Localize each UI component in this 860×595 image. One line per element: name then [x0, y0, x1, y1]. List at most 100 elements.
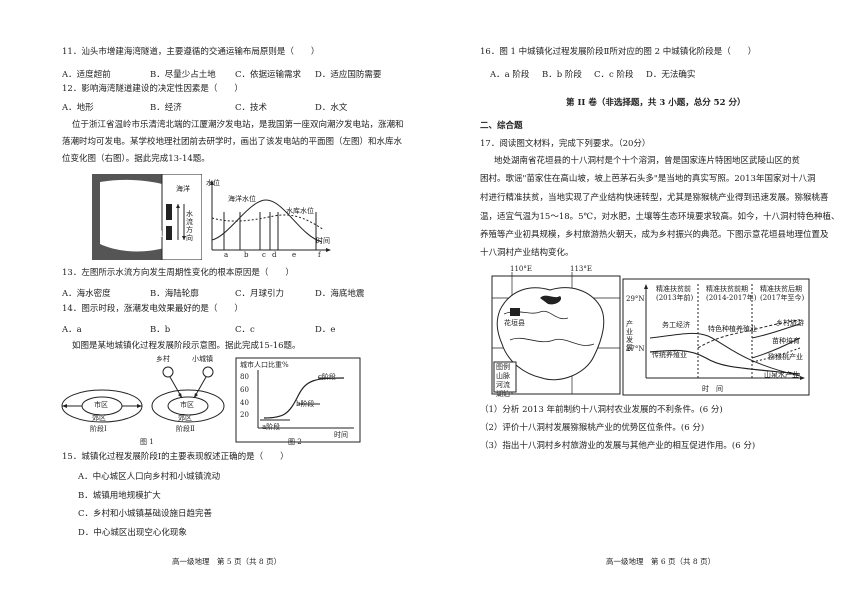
passage1-line3: 位变化图（右图）。据此完成13-14题。 [62, 154, 210, 164]
q14-option-d[interactable]: D．e [315, 325, 336, 335]
passage1-line2: 落潮时均可发电。某学校地理社团前去研学时，画出了该发电站的平面图（左图）和水库水 [62, 137, 403, 147]
q17-passage-5: 养殖等产业初具规模，乡村旅游热火朝天，成为乡村振兴的典范。下图示意花垣县地理位置… [480, 230, 829, 240]
fig1-res-level: 水库水位 [286, 207, 314, 215]
page-footer-left: 高一级地理 第 5 页（共 8 页） [172, 557, 282, 566]
fig1-xlabel: 时间 [316, 237, 330, 245]
section-heading-2: 二、综合题 [480, 121, 523, 131]
passage1-line1: 位于浙江省温岭市乐清湾北端的江厦潮汐发电站，是我国第一座双向潮汐发电站，涨潮和 [72, 120, 404, 130]
chart-phase2-years: (2014-2017年) [706, 294, 757, 302]
fig2-village: 乡村 [156, 355, 170, 363]
fig2-xlabel: 时间 [334, 431, 348, 439]
q15-option-c[interactable]: C．乡村和小城镇基础设施日趋完善 [78, 509, 213, 519]
segment-b: b [244, 251, 249, 259]
q16-option-c[interactable]: C．c 阶段 [594, 70, 634, 80]
fig2-urban-2: 市区 [180, 401, 194, 409]
fig1-dam-label: 水坝 [145, 219, 159, 227]
fig2-suburb-2: 郊区 [178, 414, 192, 422]
q14-stem: 14．图示时段，涨潮发电效果最好的是（ ） [62, 304, 243, 314]
huayuan-marker [510, 308, 520, 316]
q12-stem: 12．影响海湾隧道建设的决定性因素是（ ） [62, 84, 243, 94]
q15-stem: 15．城镇化过程发展阶段Ⅰ的主要表现叙述正确的是（ ） [62, 452, 289, 462]
q16-option-b[interactable]: B．b 阶段 [542, 70, 582, 80]
segment-c: c [262, 251, 266, 259]
urbanization-curve-chart [235, 357, 361, 443]
q12-option-b[interactable]: B．经济 [150, 103, 182, 113]
segment-d: d [272, 251, 277, 259]
fig2-urban-1: 市区 [94, 401, 108, 409]
q17-intro: 17．阅读图文材料，完成下列要求。（20分） [480, 139, 651, 149]
fig2-ylabel: 城市人口比重% [240, 361, 289, 369]
lake-shape [540, 295, 562, 305]
q16-option-d[interactable]: D．无法确实 [646, 70, 696, 80]
segment-e: e [292, 251, 297, 259]
fig2-stage-a: a阶段 [262, 423, 281, 431]
fig2-town: 小城镇 [192, 355, 213, 363]
q12-option-d[interactable]: D．水文 [315, 103, 348, 113]
chart-seedling: 苗种培育 [772, 337, 800, 345]
fig1-unit-label: 发电机组 [142, 230, 163, 246]
segment-f: f [318, 251, 321, 259]
fig2-caption2: 图 2 [288, 438, 302, 446]
fig2-stage1: 阶段Ⅰ [90, 425, 107, 433]
industry-structure-chart [622, 278, 810, 396]
q13-option-c[interactable]: C．月球引力 [235, 289, 285, 299]
q17-sub2: （2）评价十八洞村发展猕猴桃产业的优势区位条件。(6 分) [480, 423, 705, 433]
map-legend-mountain: 山脉 [496, 372, 510, 380]
chart-special: 特色种植养殖业 [708, 325, 757, 333]
q16-option-a[interactable]: A．a 阶段 [490, 70, 530, 80]
q15-option-b[interactable]: B．城镇用地规模扩大 [78, 491, 161, 501]
chart-traditional: 传统养殖业 [652, 351, 687, 359]
page-footer-right: 高一级地理 第 6 页（共 8 页） [606, 557, 716, 566]
chart-local: 山泉水产业 [764, 371, 799, 379]
q13-option-d[interactable]: D．海底地震 [315, 289, 365, 299]
chart-kiwi: 猕猴桃产业 [768, 353, 803, 361]
fig1-ocean-level: 海洋水位 [228, 195, 256, 203]
ocean-level-curve [211, 199, 323, 243]
fig2-suburb-1: 郊区 [92, 414, 106, 422]
fig1-flow-label: 水流方向 [186, 210, 193, 242]
fig1-sea-label: 海洋 [176, 185, 190, 193]
q15-option-a[interactable]: A．中心城区人口向乡村和小城镇流动 [78, 472, 221, 482]
q13-option-b[interactable]: B．海陆轮廓 [150, 289, 199, 299]
fig1-gate-label: 水闸 [145, 201, 159, 209]
chart-phase3-years: (2017年至今) [760, 294, 805, 302]
q13-option-a[interactable]: A．海水密度 [62, 289, 111, 299]
chart-phase1-years: (2013年前) [656, 294, 694, 302]
map-legend-lake: 湖泊 [496, 390, 510, 398]
map-lon1: 110°E [510, 265, 532, 273]
province-outline [496, 287, 605, 381]
q11-stem: 11．汕头市增建海湾隧道，主要遵循的交通运输布局原则是（ ） [62, 47, 320, 57]
q14-option-b[interactable]: B．b [150, 325, 171, 335]
chart-phase1: 精准扶贫前 [656, 285, 691, 293]
right-page: 16．图 1 中城镇化过程发展阶段Ⅱ所对应的图 2 中城镇化阶段是（ ） A．a… [430, 0, 860, 595]
section-title: 第 II 卷（非选择题，共 3 小题，总分 52 分） [566, 98, 746, 108]
q17-passage-1: 地处湖南省花垣县的十八洞村是个十个溶洞，曾是国家连片特困地区武陵山区的贫 [494, 156, 801, 166]
fig1-ylabel: 水位 [206, 179, 220, 187]
chart-ylabel: 产业发展 [626, 320, 633, 352]
q17-passage-2: 困村。歌谣"苗家住在高山坡，坡上芭茅石头多"是当地的真实写照。2013年国家对十… [480, 174, 816, 184]
turbine-block [166, 226, 172, 240]
q12-option-c[interactable]: C．技术 [235, 103, 268, 113]
q16-stem: 16．图 1 中城镇化过程发展阶段Ⅱ所对应的图 2 中城镇化阶段是（ ） [480, 47, 757, 57]
fig2-ytick-60: 60 [240, 386, 249, 394]
left-page: 11．汕头市增建海湾隧道，主要遵循的交通运输布局原则是（ ） A．适度超前 B．… [61, 47, 404, 566]
q14-option-a[interactable]: A．a [62, 325, 82, 335]
q17-sub3: （3）指出十八洞村乡村旅游业的发展与其他产业的相互促进作用。(6 分) [480, 441, 756, 451]
q11-option-a[interactable]: A．适度超前 [62, 70, 111, 80]
q15-option-d[interactable]: D．中心城区出现空心化现象 [78, 528, 187, 538]
q11-option-c[interactable]: C．依据运输需求 [235, 70, 302, 80]
chart-labor: 务工经济 [662, 321, 690, 329]
fig2-caption1: 图 1 [140, 438, 154, 446]
map-lat1: 29°N [626, 295, 645, 303]
chart-phase2: 精准扶贫前期 [706, 285, 748, 293]
q11-option-b[interactable]: B．尽量少占土地 [150, 70, 216, 80]
q11-option-d[interactable]: D．适应国防需要 [315, 70, 382, 80]
fig2-ytick-40: 40 [240, 399, 249, 407]
q17-passage-6: 十八洞村产业结构变化。 [480, 248, 574, 258]
map-legend-river: 河流 [496, 381, 510, 389]
q12-option-a[interactable]: A．地形 [62, 103, 94, 113]
q14-option-c[interactable]: C．c [235, 325, 255, 335]
q17-passage-3: 村进行精准扶贫，当地实现了产业结构快速转型，尤其是猕猴桃产业得到迅速发展。猕猴桃… [480, 193, 829, 203]
q17-sub1: （1）分析 2013 年前制约十八洞村农业发展的不利条件。(6 分) [480, 405, 723, 415]
map-legend-title: 图例 [496, 363, 510, 371]
